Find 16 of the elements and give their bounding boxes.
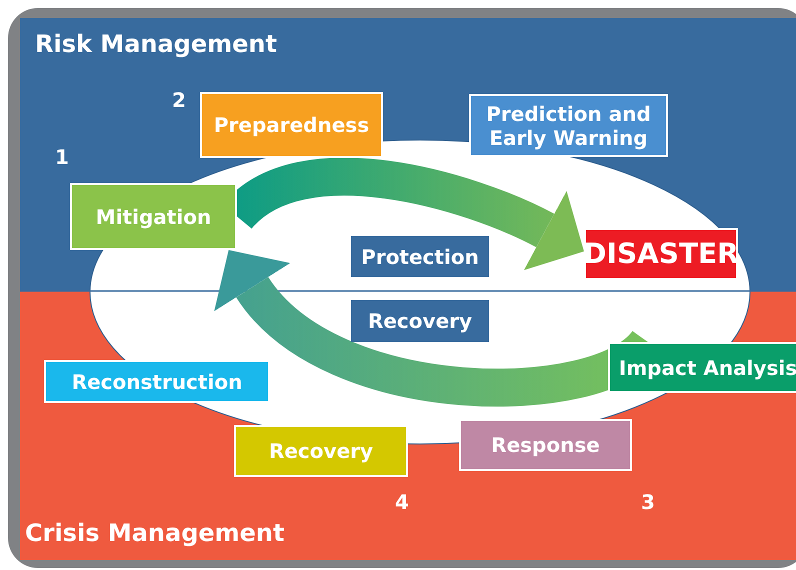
step-number: 4 bbox=[395, 490, 409, 514]
stage-box: Preparedness bbox=[200, 92, 383, 158]
stage-box: Protection bbox=[351, 236, 489, 277]
stage-box: DISASTER bbox=[584, 228, 738, 280]
stage-box: Impact Analysis bbox=[608, 342, 796, 393]
stage-box: Response bbox=[459, 419, 632, 471]
band-title: Crisis Management bbox=[25, 519, 284, 547]
stage-box: Mitigation bbox=[70, 183, 237, 250]
band-title: Risk Management bbox=[35, 30, 277, 58]
stage-box: Recovery bbox=[234, 425, 408, 477]
stage-box: Reconstruction bbox=[44, 360, 270, 403]
step-number: 3 bbox=[641, 490, 655, 514]
stage-box: Prediction and Early Warning bbox=[469, 94, 668, 157]
step-number: 1 bbox=[55, 145, 69, 169]
stage-box: Recovery bbox=[351, 300, 489, 342]
step-number: 2 bbox=[172, 88, 186, 112]
